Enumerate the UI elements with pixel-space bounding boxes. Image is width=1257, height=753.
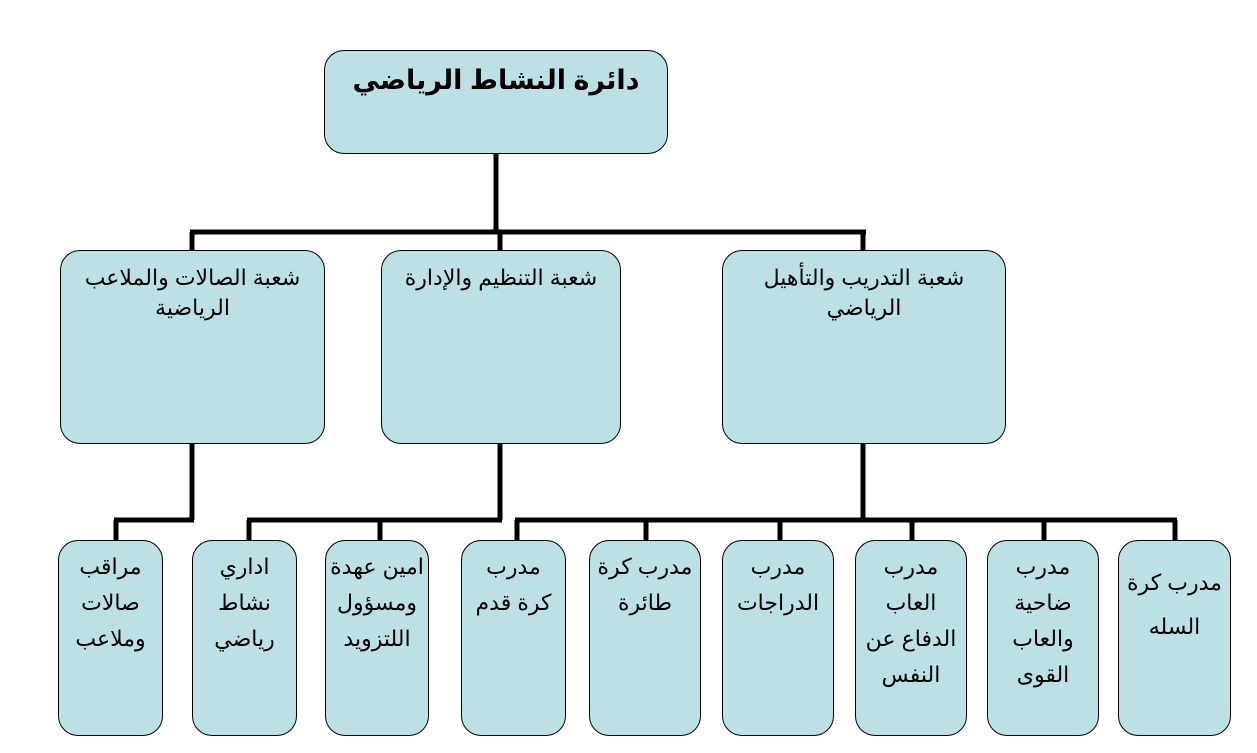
leaf-label: مدرب كرة طائرة <box>597 554 693 615</box>
leaf-basketball-coach: مدرب كرة السله <box>1118 540 1231 736</box>
branch-label: شعبة التنظيم والإدارة <box>404 265 598 290</box>
root-node: دائرة النشاط الرياضي <box>324 50 668 154</box>
leaf-label: اداري نشاط رياضي <box>214 554 275 651</box>
leaf-football-coach: مدرب كرة قدم <box>461 540 566 736</box>
branch-halls-fields: شعبة الصالات والملاعب الرياضية <box>60 250 325 444</box>
branch-organization-admin: شعبة التنظيم والإدارة <box>381 250 621 444</box>
leaf-athletics-coach: مدرب ضاحية والعاب القوى <box>987 540 1099 736</box>
leaf-label: مراقب صالات وملاعب <box>75 554 146 651</box>
leaf-sports-admin: اداري نشاط رياضي <box>192 540 297 736</box>
leaf-label: مدرب ضاحية والعاب القوى <box>1012 554 1074 687</box>
leaf-halls-supervisor: مراقب صالات وملاعب <box>58 540 163 736</box>
leaf-custody-supply: امين عهدة ومسؤول اللتزويد <box>325 540 429 736</box>
leaf-label: مدرب كرة السله <box>1127 570 1222 639</box>
leaf-label: مدرب الدراجات <box>736 554 820 615</box>
root-label: دائرة النشاط الرياضي <box>352 65 640 95</box>
leaf-label: مدرب العاب الدفاع عن النفس <box>865 554 957 687</box>
branch-training-qualification: شعبة التدريب والتأهيل الرياضي <box>722 250 1006 444</box>
leaf-volleyball-coach: مدرب كرة طائرة <box>589 540 701 736</box>
leaf-label: امين عهدة ومسؤول اللتزويد <box>330 554 424 651</box>
branch-label: شعبة التدريب والتأهيل الرياضي <box>763 265 965 320</box>
leaf-cycling-coach: مدرب الدراجات <box>722 540 834 736</box>
leaf-label: مدرب كرة قدم <box>475 554 552 615</box>
branch-label: شعبة الصالات والملاعب الرياضية <box>84 265 301 320</box>
leaf-self-defense-coach: مدرب العاب الدفاع عن النفس <box>855 540 967 736</box>
